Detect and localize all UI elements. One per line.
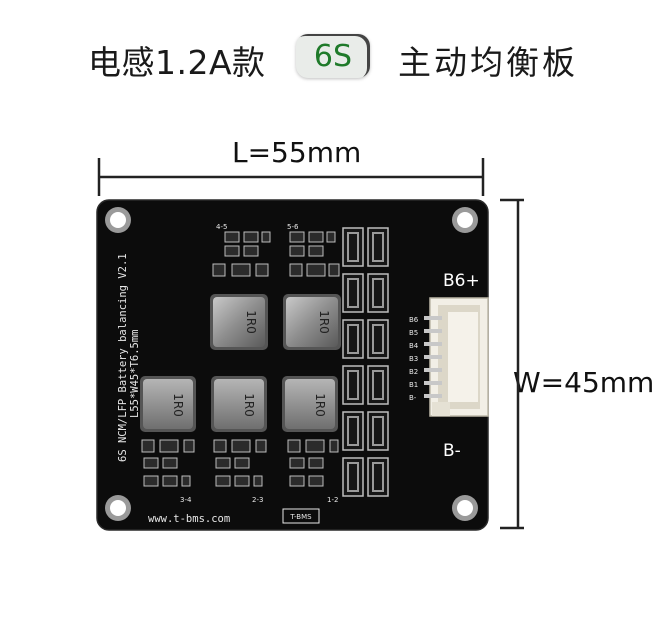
pin-label-b5: B5 (409, 329, 418, 337)
board-logo: T-BMS (289, 513, 312, 521)
pin-label-bminus: B- (409, 394, 417, 402)
pin-label-b4: B4 (409, 342, 419, 350)
svg-text:1R0: 1R0 (244, 310, 258, 334)
board-website: www.t-bms.com (148, 513, 230, 525)
board-side-text-2: L55*W45*T6.5mm (129, 329, 141, 418)
title-left: 电感1.2A款 (88, 43, 266, 82)
component-clusters (141, 231, 340, 487)
svg-text:1R0: 1R0 (313, 393, 327, 417)
svg-text:1R0: 1R0 (171, 393, 185, 417)
mounting-holes (105, 207, 478, 521)
pin-label-b6: B6 (409, 316, 419, 324)
title-right: 主动均衡板 (398, 43, 578, 82)
inductor-3: 1R0 (140, 376, 196, 432)
inductor-1: 1R0 (210, 294, 268, 350)
pin-label-b1: B1 (409, 381, 418, 389)
variant-badge-label: 6S (313, 38, 353, 74)
pin-label-b2: B2 (409, 368, 418, 376)
width-dimension-line (500, 198, 524, 530)
length-dimension-label: L=55mm (232, 136, 362, 169)
group-label-3-4: 3-4 (180, 496, 192, 504)
variant-badge: 6S (296, 34, 370, 78)
connector-pins (424, 316, 442, 398)
width-dimension-label: W=45mm (513, 366, 655, 399)
inductor-2: 1R0 (283, 294, 341, 350)
board-side-text-1: 6S NCM/LFP Battery balancing V2.1 (117, 253, 129, 462)
pin-label-b3: B3 (409, 355, 418, 363)
battery-connector (429, 297, 489, 417)
group-label-2-3: 2-3 (252, 496, 263, 504)
svg-text:1R0: 1R0 (242, 393, 256, 417)
connector-bottom-label: B- (443, 441, 461, 461)
group-label-1-2: 1-2 (327, 496, 338, 504)
title-row: 电感1.2A款 6S 主动均衡板 (0, 30, 667, 86)
svg-text:1R0: 1R0 (317, 310, 331, 334)
connector-top-label: B6+ (443, 271, 480, 291)
group-label-4-5: 4-5 (216, 223, 227, 231)
board-logo-box (282, 508, 320, 524)
pcb-board (97, 200, 488, 530)
inductor-4: 1R0 (211, 376, 267, 432)
group-label-5-6: 5-6 (287, 223, 299, 231)
length-dimension-line (97, 158, 485, 196)
inductor-5: 1R0 (282, 376, 338, 432)
